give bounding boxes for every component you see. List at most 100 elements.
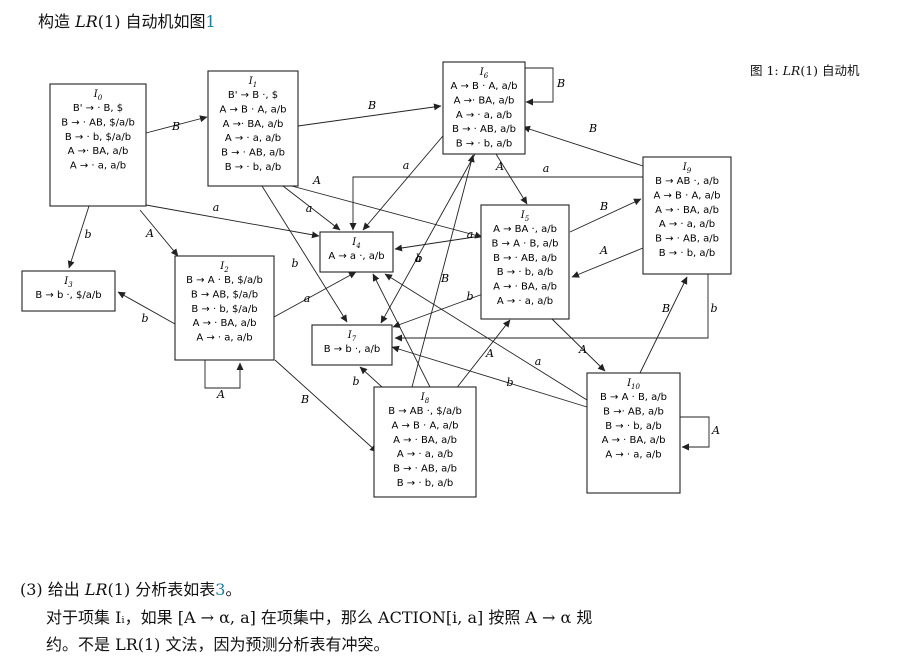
- state-item-i0: A →· BA, a/b: [68, 146, 129, 157]
- state-i0: I0B' → · B, $B → · AB, $/a/bB → · b, $/a…: [49, 83, 147, 207]
- section3-lr: LR: [84, 580, 108, 599]
- edge-i5-i10: [551, 318, 606, 372]
- edge-label-i9-i4: a: [543, 162, 550, 175]
- state-item-i5: A → BA ·, a/b: [493, 224, 557, 235]
- state-item-i0: B' → · B, $: [73, 103, 123, 114]
- edge-label-i9-i5: A: [599, 244, 608, 257]
- edge-i2-i3: [117, 291, 176, 325]
- figure-caption: 图 1: LR(1) 自动机: [750, 60, 860, 79]
- state-item-i5: A → · a, a/b: [497, 296, 553, 307]
- state-item-i8: A → · BA, a/b: [393, 435, 457, 446]
- edge-label-i1-i4: a: [306, 202, 313, 215]
- edge-i9-i4: [349, 176, 643, 231]
- state-item-i8: B → AB ·, $/a/b: [388, 406, 462, 417]
- edge-i0-i1: [145, 115, 208, 134]
- edge-label-i0-i2: A: [145, 227, 154, 240]
- edge-i8-i6: [411, 154, 475, 388]
- edge-i5-i9: [569, 198, 642, 233]
- state-item-i5: B → · b, a/b: [497, 267, 554, 278]
- state-item-i8: A → B · A, a/b: [391, 420, 458, 431]
- state-box-i6: [442, 61, 526, 155]
- edge-i1-i6: [297, 103, 442, 127]
- edge-label-i9-i7: b: [710, 302, 717, 315]
- state-item-i1: A →· BA, a/b: [223, 119, 284, 130]
- edge-label-i2-i8: B: [300, 393, 309, 406]
- state-item-i9: A → · BA, a/b: [655, 205, 719, 216]
- lr1-automaton-diagram: I0B' → · B, $ B → · AB, $/a/b B → · b, $/a…: [21, 61, 732, 498]
- state-item-i4: A → a ·, a/b: [328, 251, 384, 262]
- edge-i1-i4: [282, 185, 341, 231]
- state-item-i1: A → · a, a/b: [225, 133, 281, 144]
- edge-label-i8-i4: a: [415, 252, 422, 265]
- caption-lr: LR: [782, 63, 801, 78]
- state-item-i1: B → · b, a/b: [225, 162, 282, 173]
- section3-line2: 对于项集 Iᵢ，如果 [A → α, a] 在项集中，那么 ACTION[i, …: [46, 608, 593, 627]
- edge-i10-i4: [384, 273, 588, 401]
- state-box-i7: [311, 324, 393, 366]
- edge-i1-i7: [261, 185, 348, 323]
- state-item-i2: B → AB, $/a/b: [191, 289, 258, 300]
- state-item-i8: B → · AB, a/b: [393, 464, 457, 475]
- state-item-i6: B → · AB, a/b: [452, 124, 516, 135]
- state-item-i10: B →· AB, a/b: [603, 406, 664, 417]
- state-item-i6: B → · b, a/b: [456, 139, 513, 150]
- state-title-i9: I9: [682, 162, 692, 175]
- state-item-i9: B → AB ·, a/b: [655, 176, 719, 187]
- edge-i6-i7: [380, 153, 476, 324]
- edge-i10-i9: [639, 276, 688, 374]
- state-item-i0: B → · AB, $/a/b: [61, 117, 135, 128]
- state-item-i2: B → · b, $/a/b: [191, 304, 257, 315]
- state-item-i6: A → · a, a/b: [456, 110, 512, 121]
- edge-i2-i4: [273, 271, 357, 318]
- edge-i0-i2: [139, 209, 179, 257]
- edge-i6-i5: [495, 153, 528, 205]
- section3-end: 。: [225, 580, 242, 599]
- edge-i8-i7: [359, 366, 383, 388]
- edge-label-i5-i10: A: [578, 343, 587, 356]
- edge-label-i9-i6: B: [588, 122, 597, 135]
- state-i1: I1B' → B ·, $A → B · A, a/bA →· BA, a/bA…: [207, 70, 299, 187]
- state-title-i7: I7: [347, 330, 357, 343]
- state-item-i10: A → · BA, a/b: [602, 435, 666, 446]
- state-item-i5: B → · AB, a/b: [493, 253, 557, 264]
- intro-lr: LR: [75, 12, 98, 31]
- edge-label-i8-i6: B: [440, 272, 449, 285]
- edge-i5-i7: [392, 293, 484, 328]
- intro-prefix: 构造: [38, 12, 76, 31]
- edge-label-i0-i3: b: [84, 228, 91, 241]
- edge-label-i10-i10: A: [711, 424, 720, 437]
- caption-text: 自动机: [818, 63, 860, 78]
- state-box-i9: [642, 156, 732, 275]
- state-item-i7: B → b ·, a/b: [324, 344, 381, 355]
- edge-i0-i4: [145, 204, 320, 239]
- state-item-i10: A → · a, a/b: [605, 450, 661, 461]
- edge-label-i10-i9: B: [661, 302, 670, 315]
- state-item-i9: A → · a, a/b: [659, 219, 715, 230]
- edge-label-i5-i9: B: [599, 200, 608, 213]
- edge-label-i10-i7: b: [506, 376, 513, 389]
- section-number: (3): [20, 580, 43, 599]
- state-item-i5: A → · BA, a/b: [493, 282, 557, 293]
- table-ref-link[interactable]: 3: [215, 580, 226, 599]
- figure-ref-link[interactable]: 1: [205, 12, 216, 31]
- state-item-i8: A → · a, a/b: [397, 449, 453, 460]
- state-item-i0: A → · a, a/b: [70, 161, 126, 172]
- state-title-i8: I8: [420, 392, 430, 405]
- state-box-i5: [480, 204, 570, 320]
- state-title-i4: I4: [351, 237, 360, 250]
- edge-i1-i5: [287, 184, 483, 239]
- state-box-i0: [49, 83, 147, 207]
- edge-label-i8-i5: A: [485, 347, 494, 360]
- state-title-i0: I0: [93, 89, 103, 102]
- edge-label-i2-i3: b: [141, 312, 148, 325]
- state-item-i2: A → · BA, a/b: [193, 318, 257, 329]
- state-i6: I6A → B · A, a/bA →· BA, a/bA → · a, a/b…: [442, 61, 526, 155]
- caption-paren: (1): [800, 63, 819, 78]
- edge-label-i6-i5: A: [495, 160, 504, 173]
- edge-i9-i5: [571, 247, 644, 278]
- edge-i8-i4: [372, 273, 431, 388]
- state-item-i2: A → · a, a/b: [196, 333, 252, 344]
- state-i9: I9B → AB ·, a/bA → B · A, a/bA → · BA, a…: [642, 156, 732, 275]
- edge-i10-i7: [391, 345, 588, 408]
